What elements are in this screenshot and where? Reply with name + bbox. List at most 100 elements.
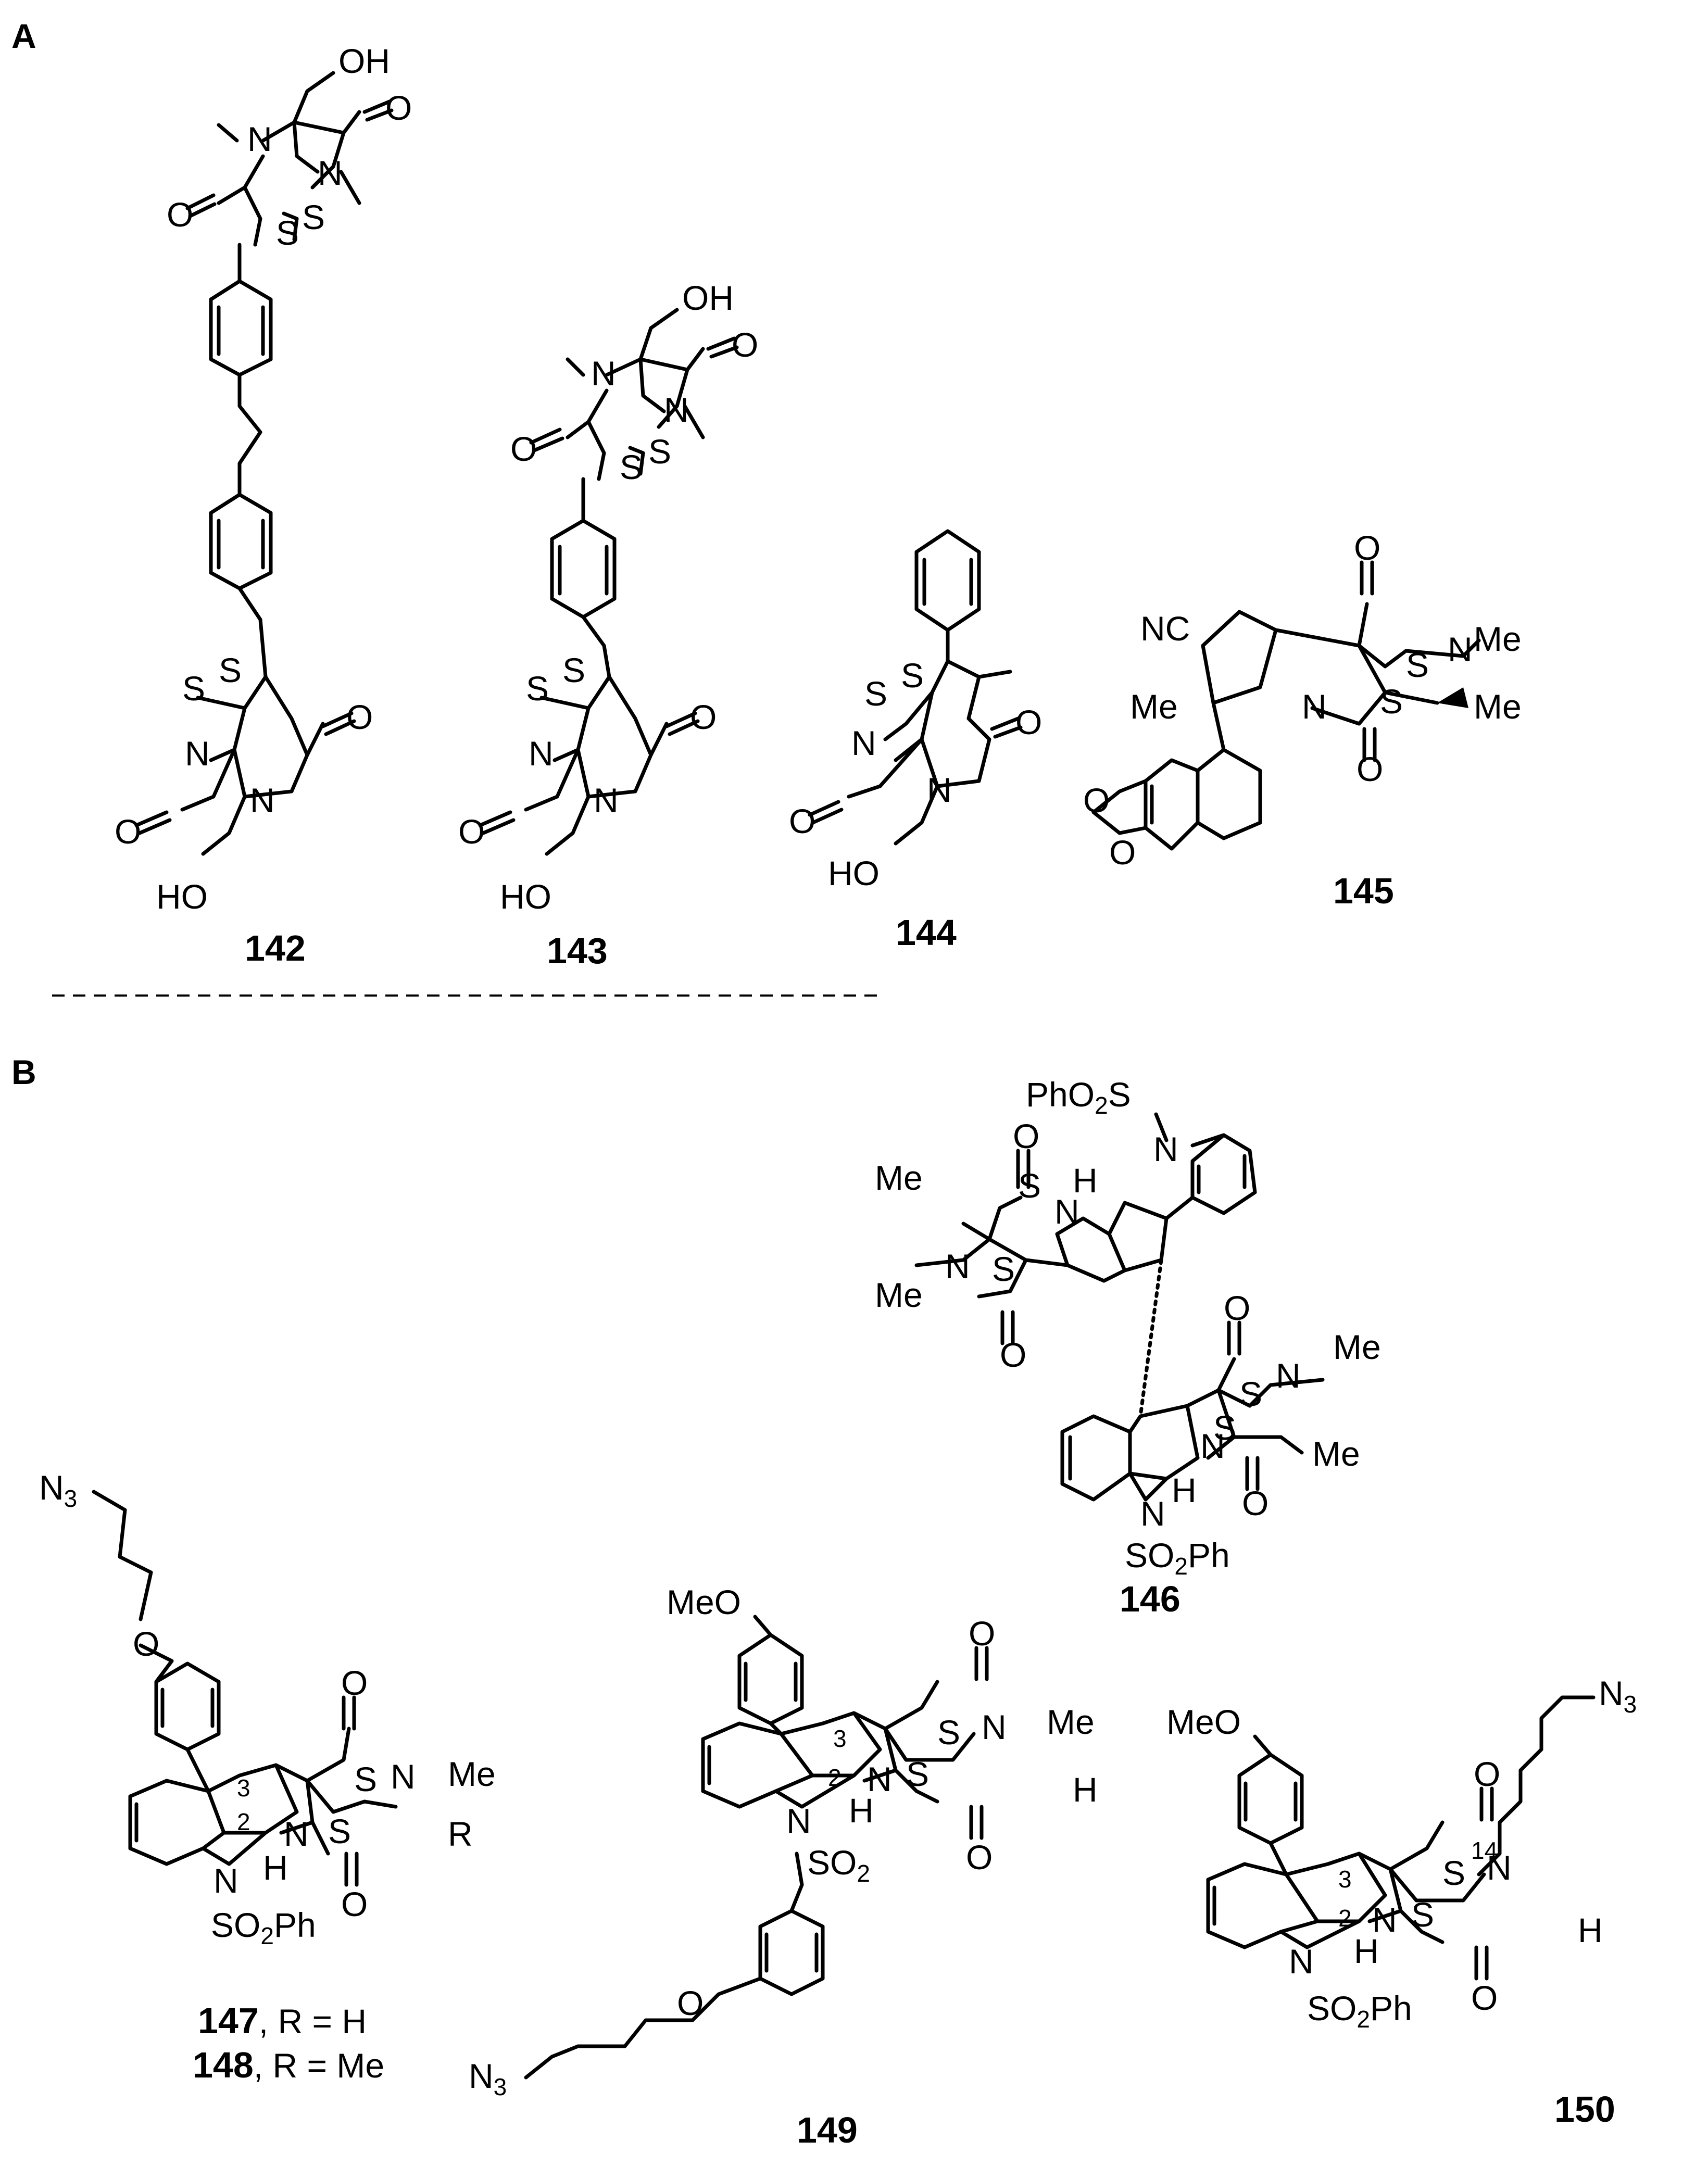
atom-n: N (318, 154, 343, 192)
atom-o: O (133, 1625, 159, 1663)
atom-s: S (1411, 1895, 1434, 1934)
atom-o: O (341, 1664, 368, 1702)
atom-oh: OH (682, 279, 734, 317)
atom-n: N (1054, 1192, 1079, 1231)
compound-149-structure: MeO O O N N N S S H H Me 2 3 SO2 O N3 14… (469, 1583, 1098, 2150)
atom-so2ph: SO2Ph (1125, 1536, 1230, 1580)
locant-3: 3 (1338, 1866, 1352, 1893)
atom-s: S (526, 669, 549, 708)
atom-me: Me (1333, 1328, 1381, 1366)
locant-2: 2 (1338, 1905, 1352, 1932)
atom-o: O (1354, 528, 1380, 567)
atom-n: N (1302, 687, 1327, 726)
atom-h: H (1073, 1770, 1098, 1809)
atom-n: N (247, 120, 272, 158)
atom-n: N (1487, 1848, 1512, 1887)
atom-n: N (594, 781, 619, 820)
atom-o: O (1357, 750, 1383, 788)
atom-s: S (562, 651, 585, 689)
compound-label-143: 143 (547, 930, 608, 971)
atom-o: O (1013, 1117, 1039, 1155)
compound-145-structure: N N O O S S Me Me NC Me O O 145 (1083, 528, 1522, 911)
atom-n: N (927, 771, 952, 809)
atom-n: N (1289, 1942, 1314, 1981)
compound-label-150: 150 (1554, 2089, 1615, 2130)
atom-so2: SO2 (807, 1843, 870, 1887)
atom-me: Me (1130, 687, 1178, 726)
atom-s: S (1380, 682, 1403, 721)
atom-s: S (906, 1755, 929, 1793)
atom-so2ph: SO2Ph (1307, 1989, 1412, 2033)
atom-n: N (284, 1815, 309, 1853)
panel-label-a: A (11, 17, 36, 55)
atom-o: O (167, 195, 193, 234)
compound-label-147-line: 147, R = H (198, 2000, 367, 2041)
atom-o: O (341, 1885, 368, 1923)
atom-n: N (982, 1708, 1007, 1746)
atom-ho: HO (156, 877, 208, 916)
atom-n: N (185, 734, 210, 773)
atom-so2ph: SO2Ph (211, 1906, 316, 1949)
atom-me: Me (1312, 1434, 1360, 1473)
atom-me: Me (1474, 620, 1522, 658)
compound-147-substituent: , R = H (259, 2002, 367, 2041)
atom-s: S (302, 198, 325, 236)
atom-n: N (1200, 1427, 1225, 1465)
atom-oh: OH (338, 42, 390, 80)
atom-s: S (901, 656, 924, 695)
atom-s: S (1406, 646, 1429, 684)
atom-o: O (458, 812, 485, 851)
locant-2: 2 (828, 1764, 842, 1791)
compound-143-structure: N N O O S S OH N N O O S S HO 143 (458, 279, 758, 971)
atom-h: H (1354, 1932, 1379, 1970)
atom-r: R (448, 1815, 473, 1853)
compound-label-149: 149 (797, 2110, 858, 2150)
atom-n3: N3 (1599, 1674, 1637, 1718)
atom-o: O (510, 430, 537, 468)
compound-label-145: 145 (1333, 871, 1394, 911)
atom-n: N (1153, 1130, 1178, 1168)
atom-s: S (1239, 1375, 1262, 1413)
atom-o: O (1474, 1755, 1500, 1793)
locant-2: 2 (237, 1808, 250, 1835)
atom-s: S (992, 1250, 1015, 1288)
locant-3: 3 (833, 1725, 847, 1752)
compound-142-structure: N N O O S S OH N N O O S S HO 142 (115, 42, 412, 968)
atom-o: O (1015, 703, 1042, 741)
atom-meo: MeO (1166, 1703, 1241, 1741)
atom-n: N (1140, 1494, 1165, 1533)
compound-label-147: 147 (198, 2000, 259, 2041)
atom-o: O (1083, 781, 1110, 820)
atom-n: N (529, 734, 554, 773)
atom-o: O (385, 89, 412, 127)
atom-n: N (945, 1247, 970, 1286)
atom-s: S (620, 448, 643, 486)
atom-s: S (328, 1812, 351, 1850)
atom-o: O (115, 812, 141, 851)
atom-n: N (391, 1757, 416, 1796)
atom-ho: HO (828, 854, 880, 892)
atom-me: Me (1047, 1703, 1095, 1741)
compound-148-substituent: , R = Me (254, 2046, 384, 2085)
atom-n: N (786, 1802, 811, 1840)
atom-o: O (677, 1984, 704, 2022)
atom-nc: NC (1140, 609, 1190, 648)
atom-me: Me (1474, 687, 1522, 726)
atom-s: S (648, 432, 671, 471)
atom-h: H (1578, 1911, 1603, 1949)
atom-o: O (1224, 1289, 1250, 1327)
atom-s: S (1018, 1166, 1041, 1205)
panel-label-b: B (11, 1053, 36, 1091)
atom-h: H (849, 1791, 874, 1830)
compound-label-142: 142 (245, 928, 306, 968)
locant-14: 14 (1471, 1837, 1498, 1864)
atom-n: N (1276, 1356, 1301, 1395)
atom-o: O (732, 325, 758, 364)
atom-s: S (219, 651, 242, 689)
atom-me: Me (875, 1158, 923, 1197)
atom-meo: MeO (667, 1583, 741, 1621)
atom-o: O (1000, 1336, 1026, 1374)
atom-o: O (1242, 1484, 1269, 1522)
atom-o: O (690, 698, 717, 736)
